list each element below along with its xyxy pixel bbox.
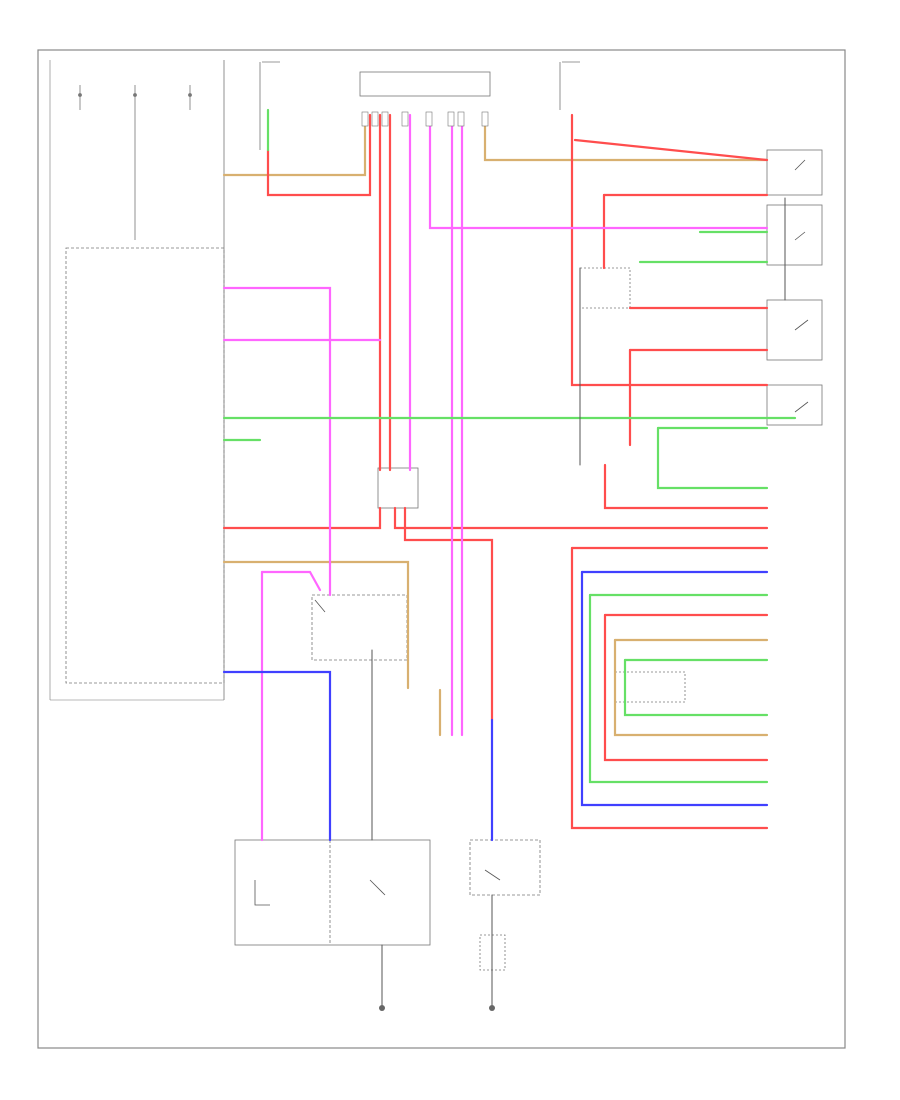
wire-red	[403, 506, 494, 722]
ground-symbols	[379, 1005, 495, 1011]
wire-pink	[428, 113, 769, 230]
wire-red	[266, 113, 372, 197]
wire-tan	[222, 113, 367, 177]
fuse-group-top-left	[78, 85, 192, 240]
wire-red	[222, 506, 382, 530]
wire-green	[656, 426, 769, 490]
wire-red	[570, 113, 769, 387]
bottom-modules	[234, 467, 686, 971]
wire-red	[603, 463, 769, 510]
wire-blue	[222, 670, 332, 842]
ecu-module-left	[49, 60, 225, 701]
diagram-frame	[37, 49, 846, 1049]
connector-pins	[361, 111, 489, 127]
top-connector	[259, 61, 580, 150]
wire-green	[623, 658, 769, 717]
wire-red	[603, 613, 769, 762]
wire-red	[573, 138, 769, 162]
wire-red	[393, 506, 769, 530]
switch-symbols	[254, 159, 809, 906]
wire-tan	[222, 560, 410, 690]
wire-pink	[260, 570, 322, 592]
wire-green	[588, 593, 769, 784]
wire-tan	[483, 113, 769, 162]
wire-pink	[222, 286, 332, 597]
right-switch-boxes	[579, 149, 823, 426]
wire-red	[570, 546, 769, 830]
wire-blue	[580, 570, 769, 807]
wire-tan	[613, 638, 769, 737]
wires	[222, 108, 797, 1006]
